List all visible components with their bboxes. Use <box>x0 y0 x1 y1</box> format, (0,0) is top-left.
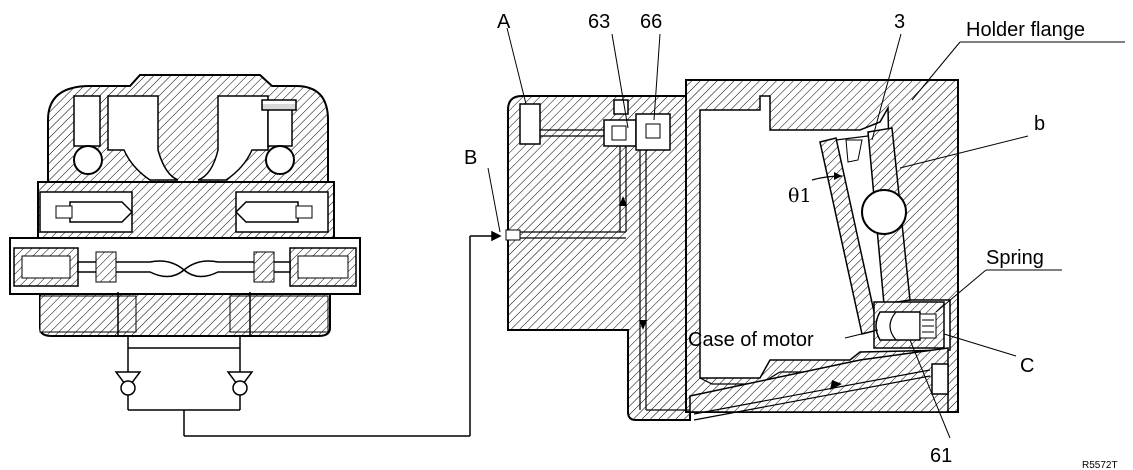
left-poppet <box>69 201 134 223</box>
right-poppet-stem <box>295 205 313 219</box>
label-holder-flange: Holder flange <box>966 19 1085 41</box>
left-poppet-stem <box>55 205 73 219</box>
check-valve-circuit <box>114 230 502 437</box>
pivot-ball <box>861 189 907 235</box>
swash-guide <box>835 135 869 141</box>
valve-block-section <box>9 74 361 348</box>
right-plug <box>261 99 297 111</box>
central-passage-right <box>197 95 269 181</box>
left-upper-port <box>73 95 101 147</box>
label-spring: Spring <box>986 247 1044 269</box>
leader-lines <box>487 27 1125 439</box>
plate-tab <box>845 139 863 163</box>
label-3: 3 <box>894 11 905 33</box>
label-63: 63 <box>588 11 610 33</box>
label-case-of-motor: Case of motor <box>688 329 814 351</box>
spool <box>77 260 291 278</box>
flow-arrow-down <box>639 320 647 330</box>
right-check-ball <box>265 145 295 175</box>
left-check-valve-icon <box>114 371 142 390</box>
right-spring-chamber <box>297 255 349 279</box>
spool-land-left <box>95 251 117 283</box>
port-A-plug <box>519 103 541 145</box>
arrow-into-B <box>491 230 502 242</box>
right-poppet <box>234 201 299 223</box>
tilt-piston-head <box>889 311 897 341</box>
flow-arrow-up <box>619 196 627 206</box>
label-b: b <box>1034 113 1045 135</box>
spool-land-right <box>253 251 275 283</box>
label-B: B <box>464 147 477 169</box>
label-66: 66 <box>640 11 662 33</box>
drain-passage-1 <box>693 369 931 415</box>
left-spring-chamber <box>21 255 71 279</box>
right-upper-port <box>267 107 293 147</box>
drain-arrow <box>830 380 842 390</box>
valve-63-core <box>611 125 627 141</box>
label-61: 61 <box>930 445 952 467</box>
figure-code: R5572T <box>1082 460 1118 470</box>
drain-plug <box>931 363 949 395</box>
label-theta-1: θ1 <box>788 185 812 207</box>
top-plug <box>613 99 629 115</box>
label-C: C <box>1020 355 1034 377</box>
text-labels: A 63 66 3 Holder flange b B θ1 Spring Ca… <box>464 11 1118 470</box>
right-check-valve-icon <box>226 371 254 390</box>
port-B-plug <box>505 229 521 241</box>
lower-block-left <box>39 295 137 333</box>
valve-plate-block <box>507 95 691 421</box>
tilt-piston <box>875 311 921 341</box>
label-A: A <box>497 11 511 33</box>
central-passage <box>107 95 179 181</box>
top-cap <box>262 104 296 110</box>
drain-passage-2 <box>693 375 931 421</box>
left-check-ball <box>73 145 103 175</box>
lower-block-right <box>229 295 329 333</box>
motor-section <box>505 79 959 421</box>
valve-66-core <box>645 123 661 139</box>
